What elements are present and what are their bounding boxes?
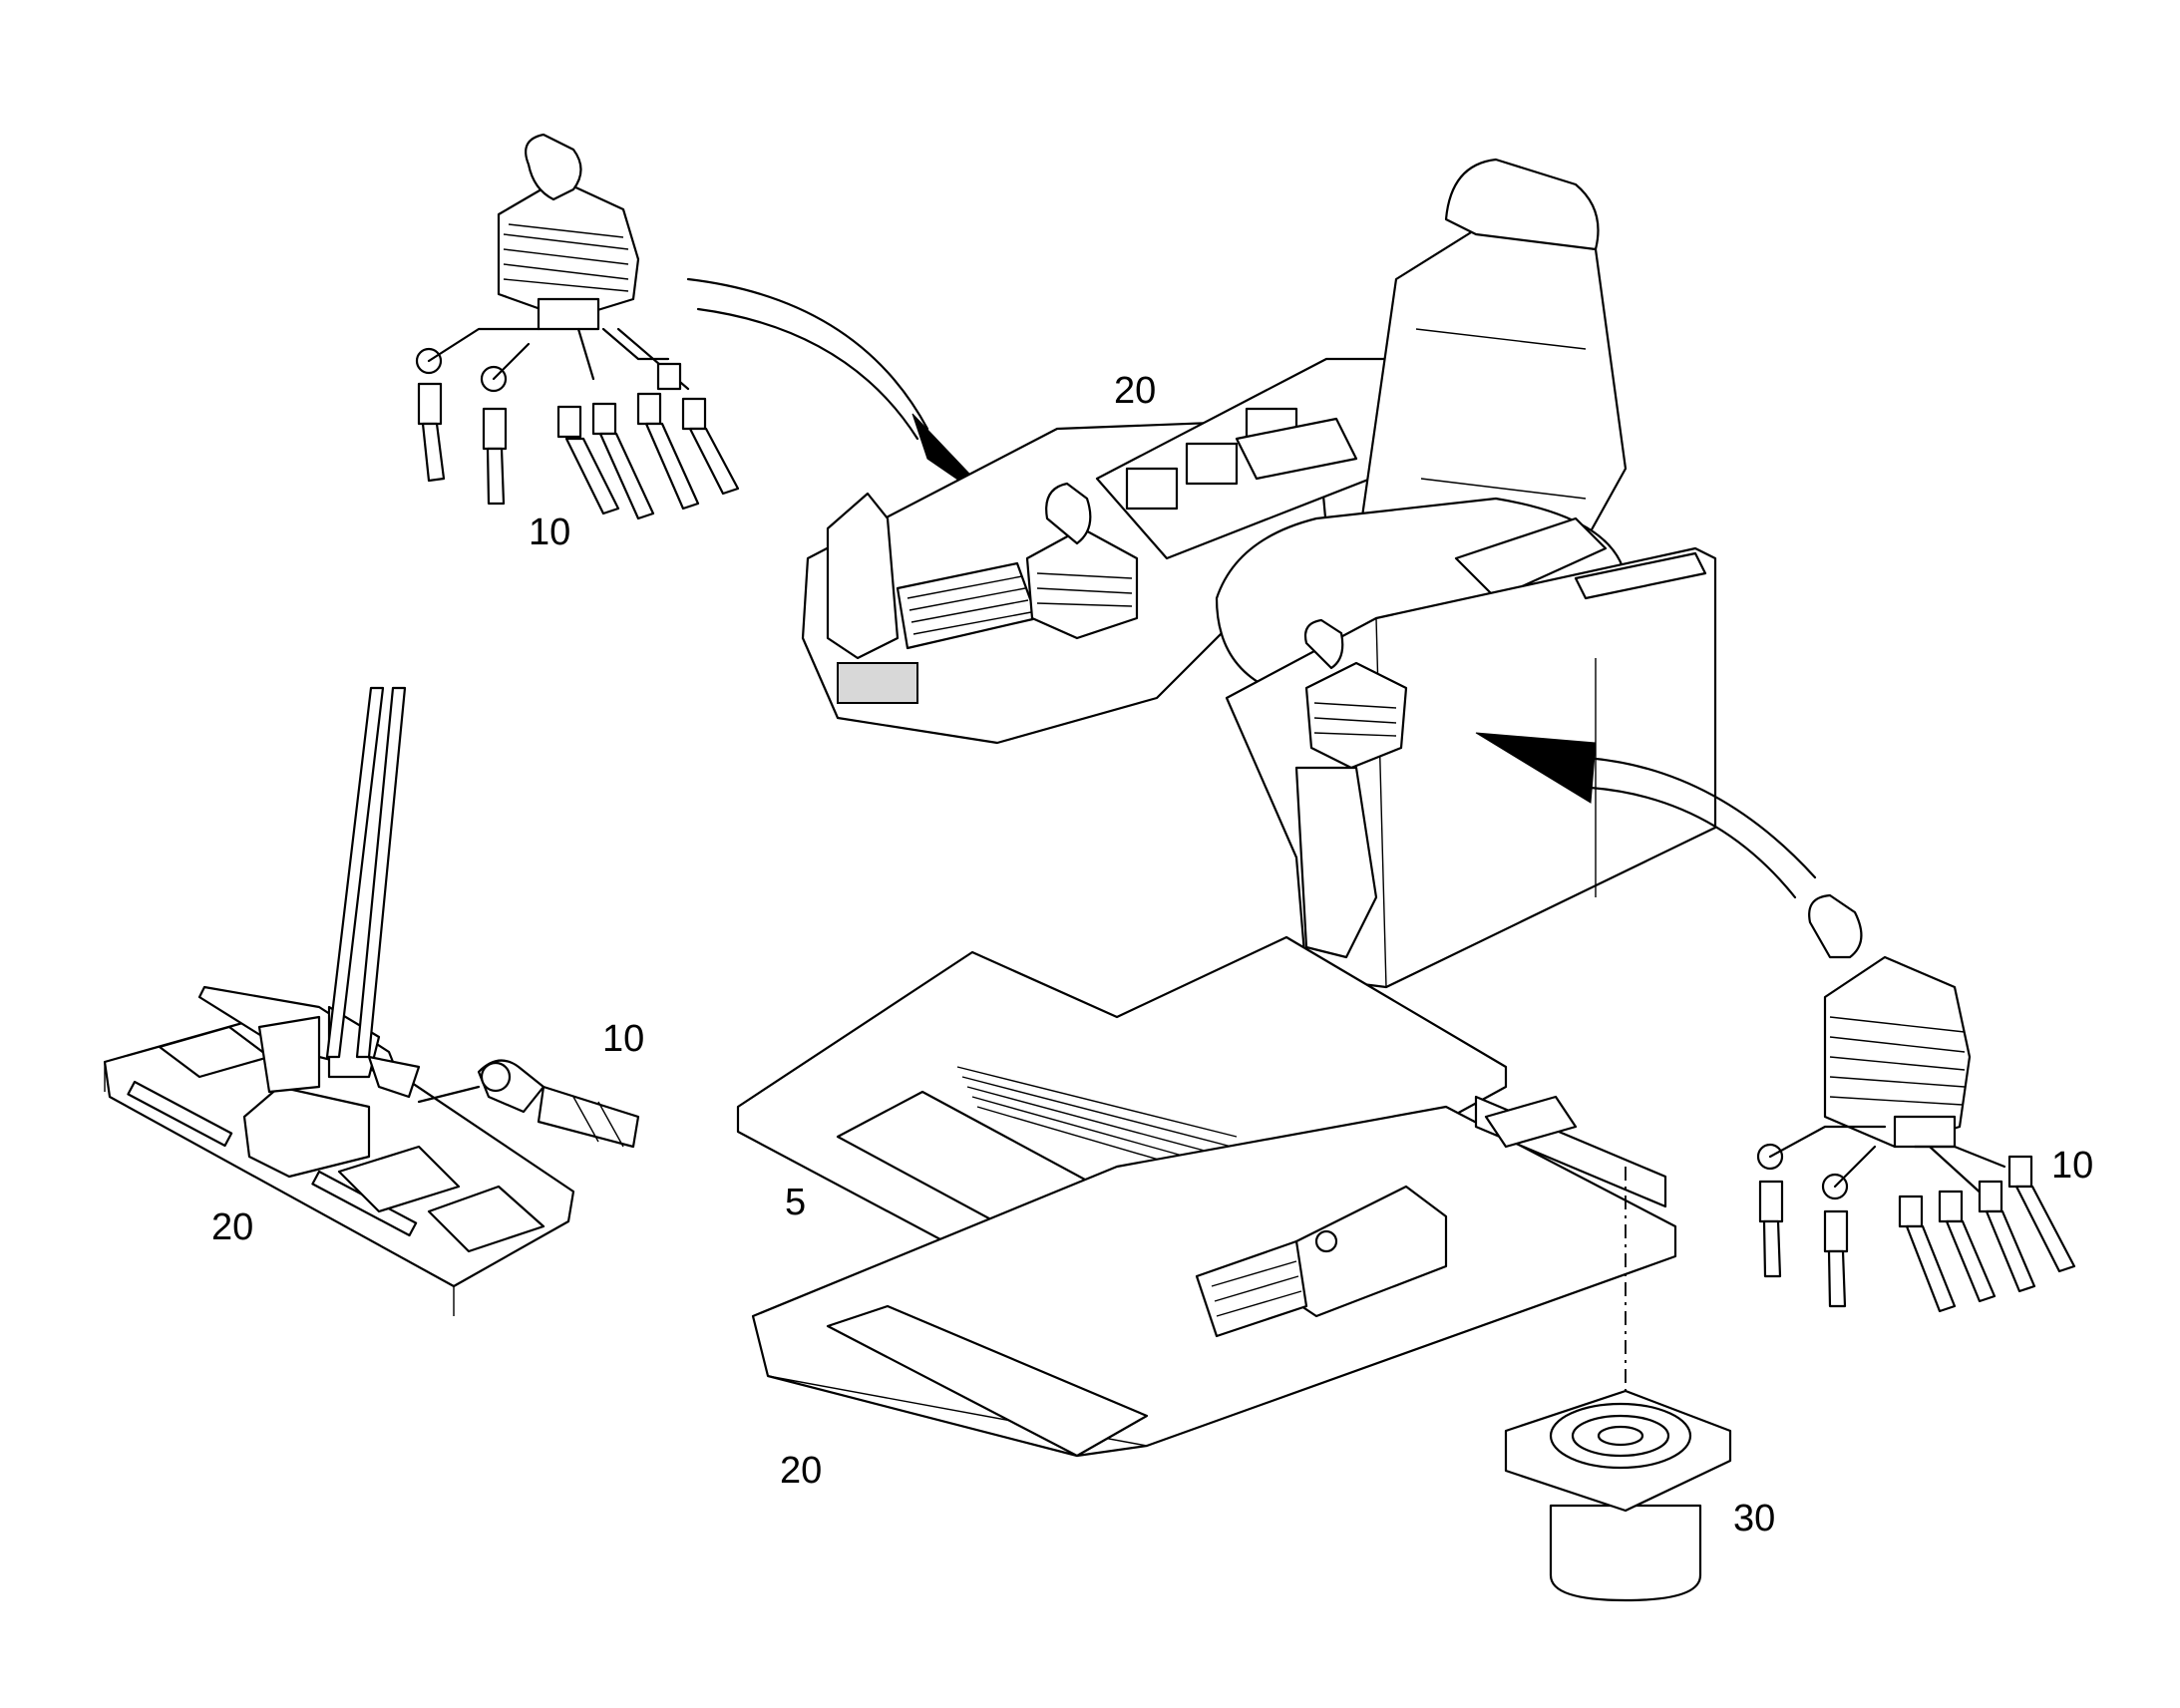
- joystick-assembly-lower-right: [1756, 893, 2076, 1313]
- hose-fitting-group-lower-right: [1758, 1155, 2076, 1313]
- joystick-assembly-upper-left: [415, 133, 740, 520]
- elbow-fitting: [417, 1059, 640, 1149]
- callout-label-10-upper: 10: [529, 512, 571, 553]
- arrow-to-right-console: [1475, 732, 1817, 899]
- pivot-mount: [1504, 1389, 1732, 1602]
- console-button-grid: [907, 575, 1032, 635]
- callout-label-10-elbow: 10: [602, 1018, 645, 1060]
- callout-label-30: 30: [1733, 1498, 1776, 1539]
- cab-floor-plate: [751, 1095, 1677, 1458]
- hose-fitting-group-upper-left: [417, 362, 740, 520]
- callout-label-20-pedal: 20: [211, 1206, 254, 1248]
- operator-seat-and-consoles: [801, 158, 1717, 989]
- callout-label-20-floor: 20: [780, 1450, 823, 1492]
- callout-label-20-seat: 20: [1114, 370, 1157, 412]
- callout-label-5: 5: [785, 1182, 807, 1223]
- travel-pedal-assembly: [103, 686, 575, 1316]
- callout-label-10-right: 10: [2051, 1145, 2094, 1187]
